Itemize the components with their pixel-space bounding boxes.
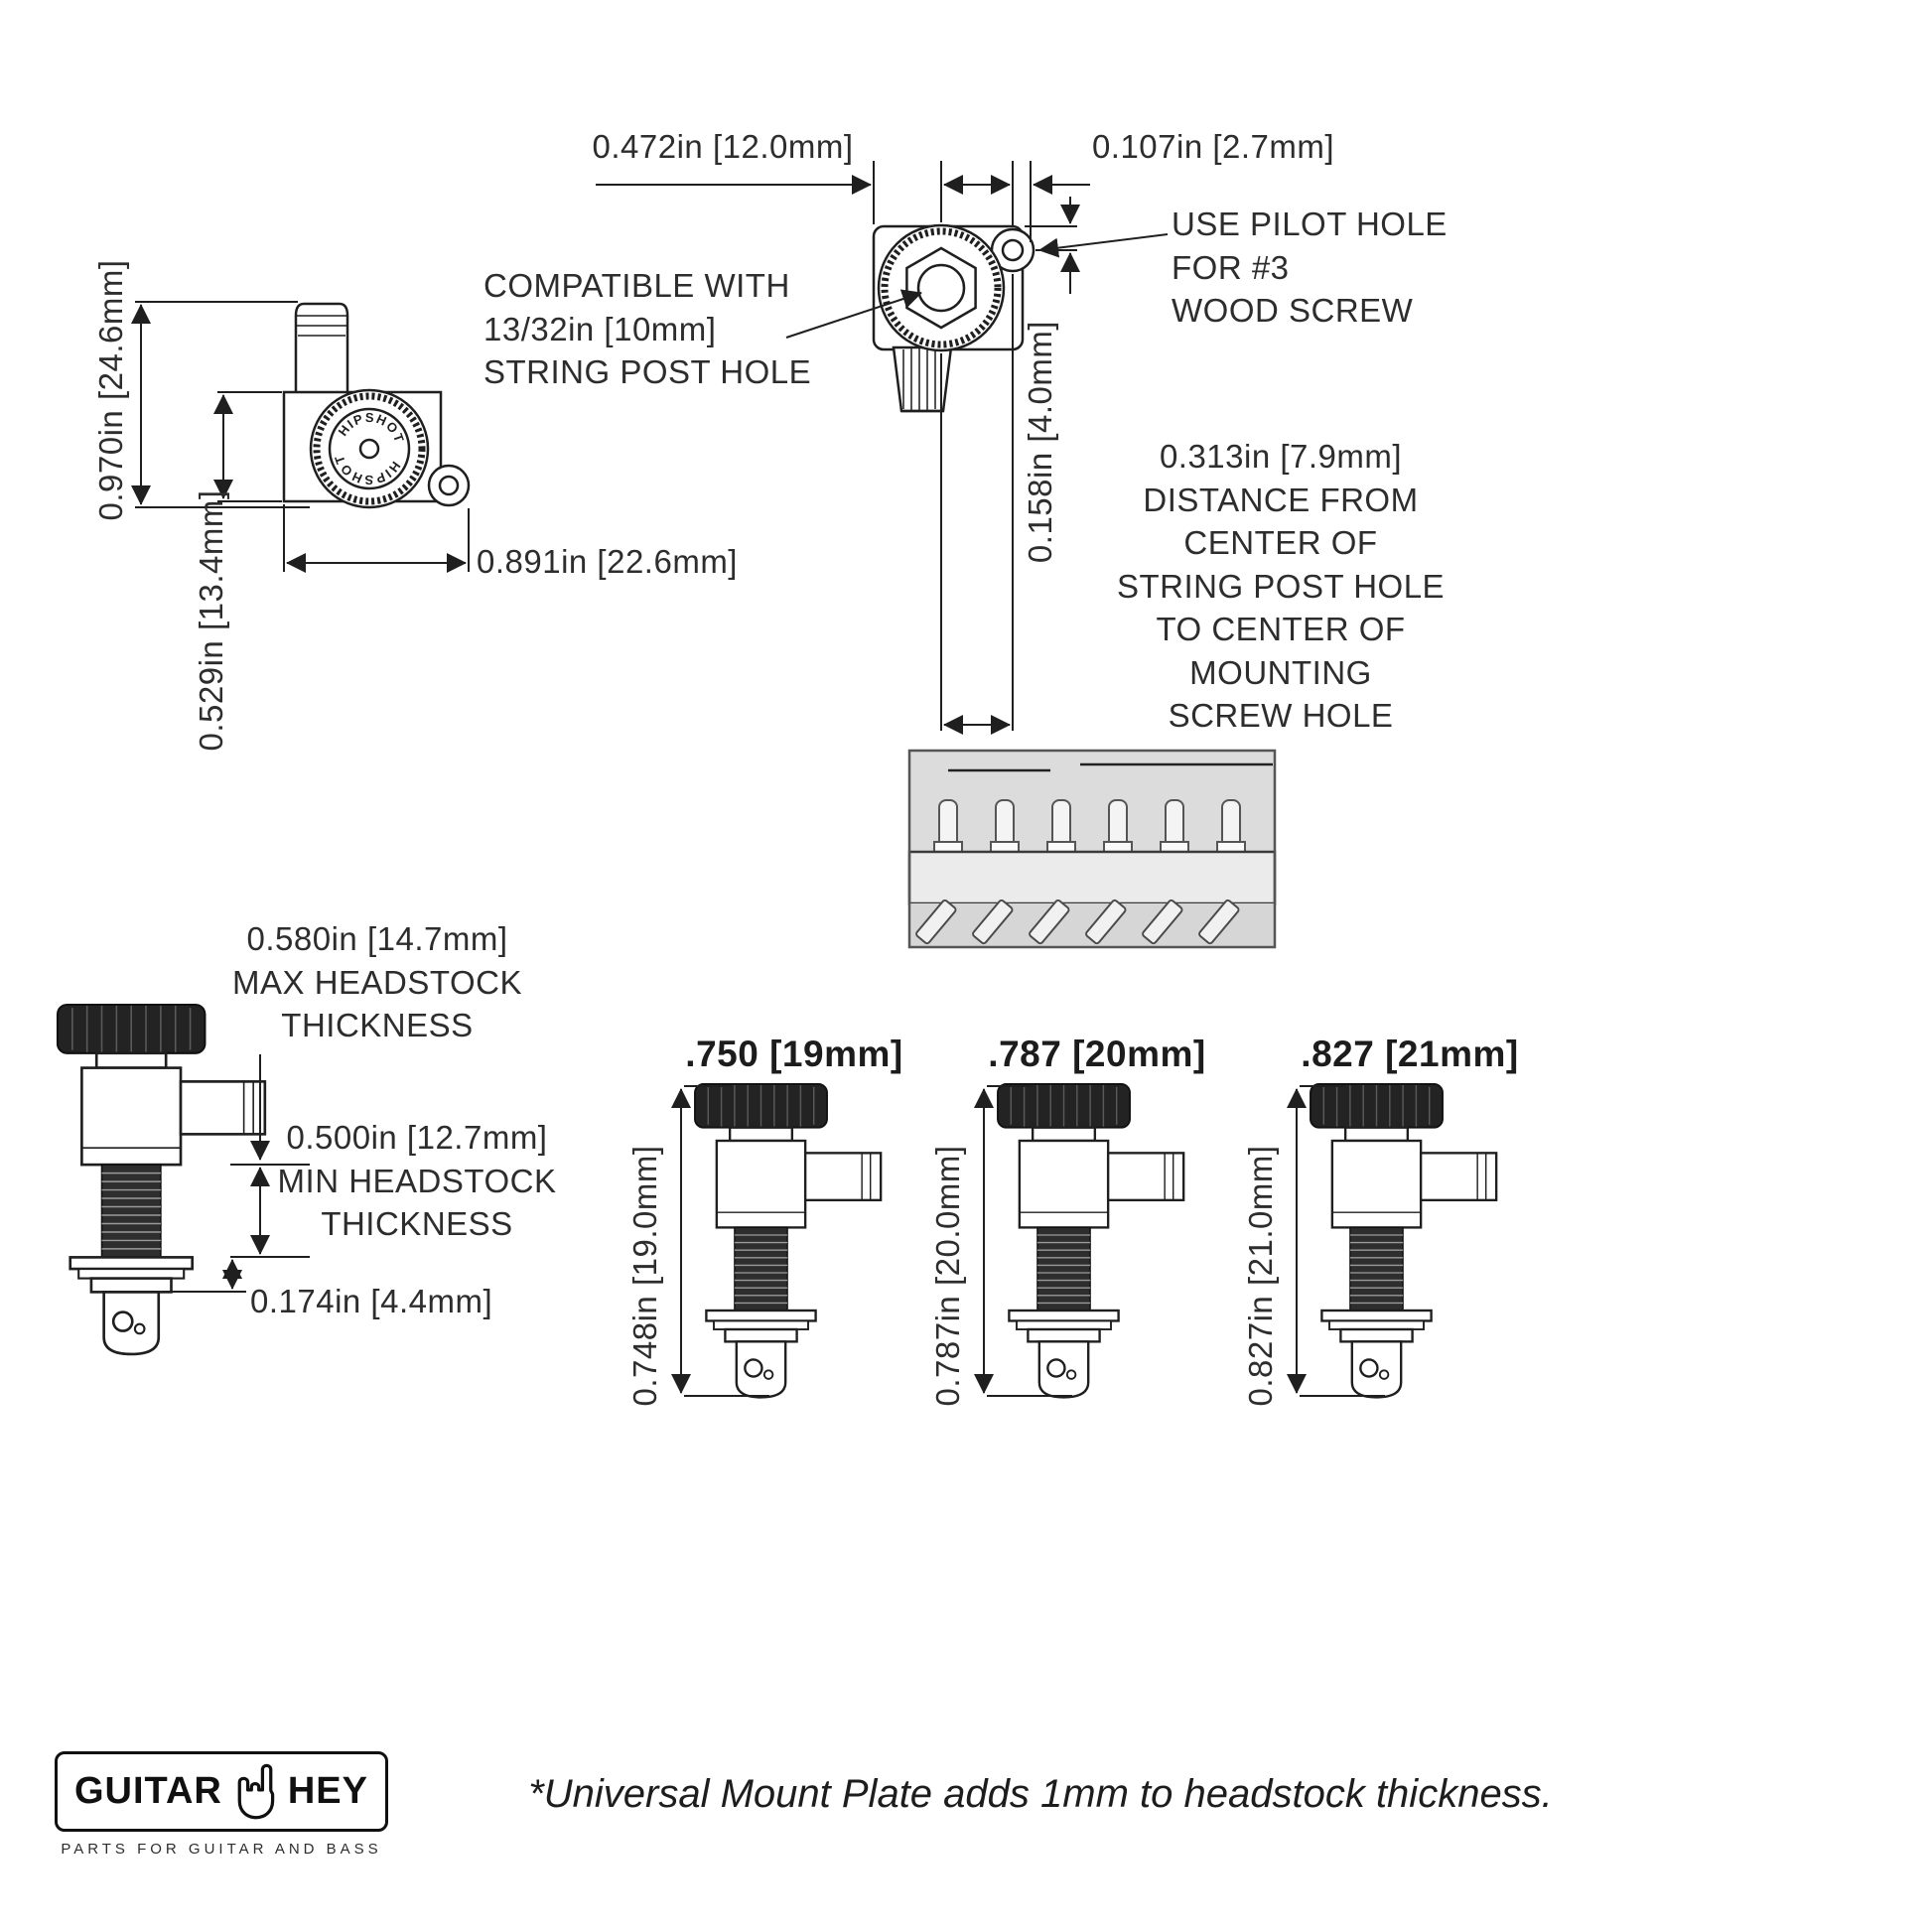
variant-dim-787: 0.787in [20.0mm] <box>929 1145 966 1407</box>
variant-header-787: .787 [20mm] <box>988 1034 1206 1074</box>
tuner-side-view-drawing: HIPSHOT HIPSHOT <box>282 302 471 509</box>
rock-hand-icon <box>230 1758 280 1825</box>
dimension-lines-headstock <box>161 1054 310 1293</box>
note-post-to-screw-distance: 0.313in [7.9mm] DISTANCE FROM CENTER OF … <box>1116 438 1446 735</box>
dim-overall-height: 0.970in [24.6mm] <box>92 259 129 521</box>
spec-max-headstock: 0.580in [14.7mm] MAX HEADSTOCK THICKNESS <box>232 920 522 1044</box>
tuner-top-view-drawing <box>872 223 1035 413</box>
note-string-post: COMPATIBLE WITH 13/32in [10mm] STRING PO… <box>483 267 812 391</box>
variant-dim-827: 0.827in [21.0mm] <box>1242 1145 1279 1407</box>
tuner-front-view-drawing <box>56 1003 267 1356</box>
headstock-inline-drawing <box>907 749 1277 949</box>
dimension-lines-side-view <box>131 301 470 573</box>
logo-word-hey: HEY <box>287 1770 368 1812</box>
dimension-lines-top-view <box>596 161 1169 735</box>
dimension-lines-variants <box>671 1085 1385 1397</box>
dim-bushing-height: 0.174in [4.4mm] <box>250 1283 493 1319</box>
dim-body-height: 0.529in [13.4mm] <box>193 489 229 752</box>
note-pilot-hole: USE PILOT HOLE FOR #3 WOOD SCREW <box>1172 206 1448 330</box>
variant-750-drawing <box>693 1082 883 1399</box>
guitar-hey-logo: GUITAR HEY PARTS FOR GUITAR AND BASS <box>55 1751 388 1858</box>
variant-827-drawing <box>1309 1082 1498 1399</box>
variant-dim-750: 0.748in [19.0mm] <box>626 1145 663 1407</box>
dim-pilot-vertical: 0.158in [4.0mm] <box>1022 320 1058 564</box>
variant-header-827: .827 [21mm] <box>1301 1034 1519 1074</box>
logo-word-guitar: GUITAR <box>74 1770 222 1812</box>
universal-mount-footnote: *Universal Mount Plate adds 1mm to heads… <box>528 1772 1553 1816</box>
variant-787-drawing <box>996 1082 1185 1399</box>
dim-top-width: 0.472in [12.0mm] <box>592 128 854 165</box>
spec-min-headstock: 0.500in [12.7mm] MIN HEADSTOCK THICKNESS <box>277 1119 557 1243</box>
logo-box: GUITAR HEY <box>55 1751 388 1832</box>
logo-tagline: PARTS FOR GUITAR AND BASS <box>61 1841 382 1858</box>
variant-header-750: .750 [19mm] <box>685 1034 903 1074</box>
dim-overall-width: 0.891in [22.6mm] <box>477 543 738 580</box>
dim-pilot-offset: 0.107in [2.7mm] <box>1091 128 1335 165</box>
